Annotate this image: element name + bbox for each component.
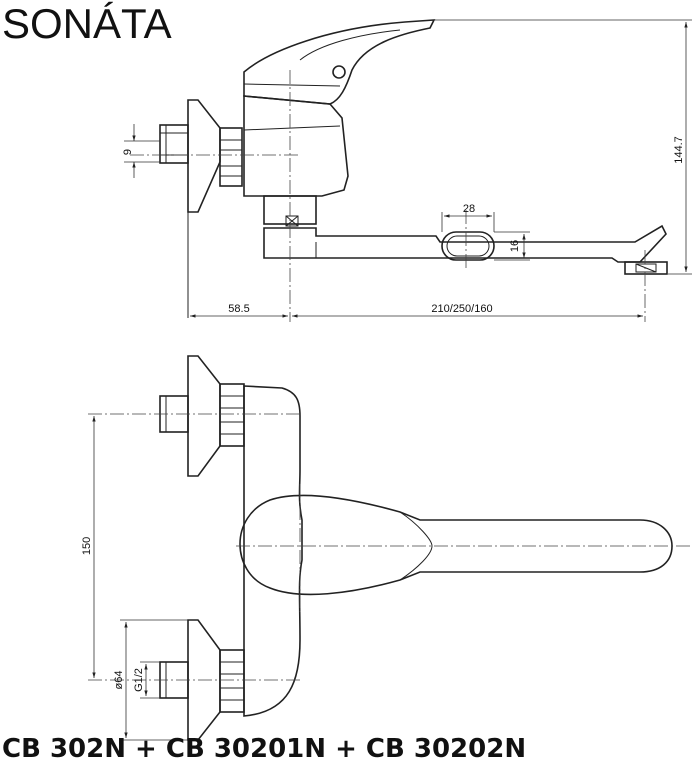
dim-thread-g-label: G1/2 [133,668,145,692]
dim-thread: 9 [122,124,160,178]
dim-spout-length-label: 210/250/160 [431,303,492,315]
dim-height: 144.7 [434,19,692,275]
dim-wall-axis-label: 58.5 [228,303,249,315]
dim-spout-height: 16 [494,231,530,261]
dim-spout-height-label: 16 [509,240,521,252]
dim-slot-width-label: 28 [463,203,475,215]
dim-inlet-spacing-label: 150 [81,537,93,555]
dim-flange-label: ø64 [113,671,125,690]
dim-height-label: 144.7 [673,136,685,164]
product-title: SONÁTA [2,0,172,47]
dim-horizontal: 58.5 210/250/160 [190,303,643,318]
dim-slot-width: 28 [441,203,495,232]
dim-inlet-spacing: 150 [81,416,96,678]
dim-flange: ø64 G1/2 [113,619,188,741]
front-view [88,355,690,741]
model-numbers: CB 302N + CB 30201N + CB 30202N [2,734,527,764]
side-view [130,19,668,322]
dim-thread-label: 9 [122,149,134,155]
